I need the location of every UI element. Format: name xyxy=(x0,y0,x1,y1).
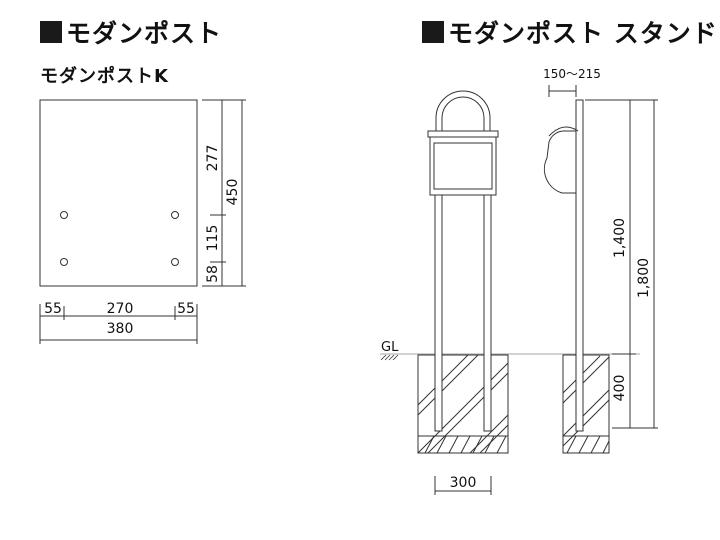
dim-58: 58 xyxy=(205,265,221,283)
mailbox-front-plate xyxy=(433,142,493,190)
dim-55-right: 55 xyxy=(177,301,195,317)
mailbox-side-body xyxy=(543,130,577,194)
right-vertical-dimensions xyxy=(585,99,658,429)
stand-handle xyxy=(435,90,491,133)
dim-270: 270 xyxy=(107,301,134,317)
dim-380: 380 xyxy=(107,321,134,337)
dim-offset: 150〜215 xyxy=(543,67,601,81)
dim-1800: 1,800 xyxy=(636,258,652,298)
left-vertical-dimensions xyxy=(202,99,246,287)
heading-modern-post-stand: モダンポスト スタンド xyxy=(422,14,718,50)
ground-label: GL xyxy=(381,340,399,355)
foundation-width-dimension xyxy=(434,476,492,495)
heading-square-icon xyxy=(422,21,444,43)
stand-post-side xyxy=(575,99,584,432)
dim-115: 115 xyxy=(205,225,221,252)
dim-300: 300 xyxy=(450,475,477,491)
foundation-front xyxy=(417,354,509,454)
stand-front-view xyxy=(427,90,499,432)
ground-hatch-icon xyxy=(380,354,399,361)
mailbox-front-view xyxy=(39,99,198,287)
mailbox-side-lid xyxy=(548,126,579,137)
mailbox-lid xyxy=(427,130,499,138)
dim-55-left: 55 xyxy=(44,301,62,317)
heading-modern-post-stand-text: モダンポスト スタンド xyxy=(448,19,718,48)
dim-400: 400 xyxy=(612,375,628,402)
mount-hole-bottom-right xyxy=(171,258,179,266)
mount-hole-top-left xyxy=(60,211,68,219)
heading-modern-post-text: モダンポスト xyxy=(66,19,223,48)
stand-side-view xyxy=(543,99,584,432)
stand-post-left xyxy=(434,194,443,432)
dim-1400: 1,400 xyxy=(612,218,628,258)
offset-dimension xyxy=(548,85,577,97)
subheading-modern-post-k: モダンポストK xyxy=(40,66,169,87)
dim-277: 277 xyxy=(205,145,221,172)
left-horizontal-dimensions xyxy=(39,304,198,344)
stand-post-right xyxy=(483,194,492,432)
foundation-side xyxy=(562,354,610,454)
mailbox-panel xyxy=(39,99,198,287)
heading-modern-post: モダンポスト xyxy=(40,14,222,50)
dim-450: 450 xyxy=(225,179,241,206)
mount-hole-top-right xyxy=(171,211,179,219)
heading-square-icon xyxy=(40,21,62,43)
mount-hole-bottom-left xyxy=(60,258,68,266)
